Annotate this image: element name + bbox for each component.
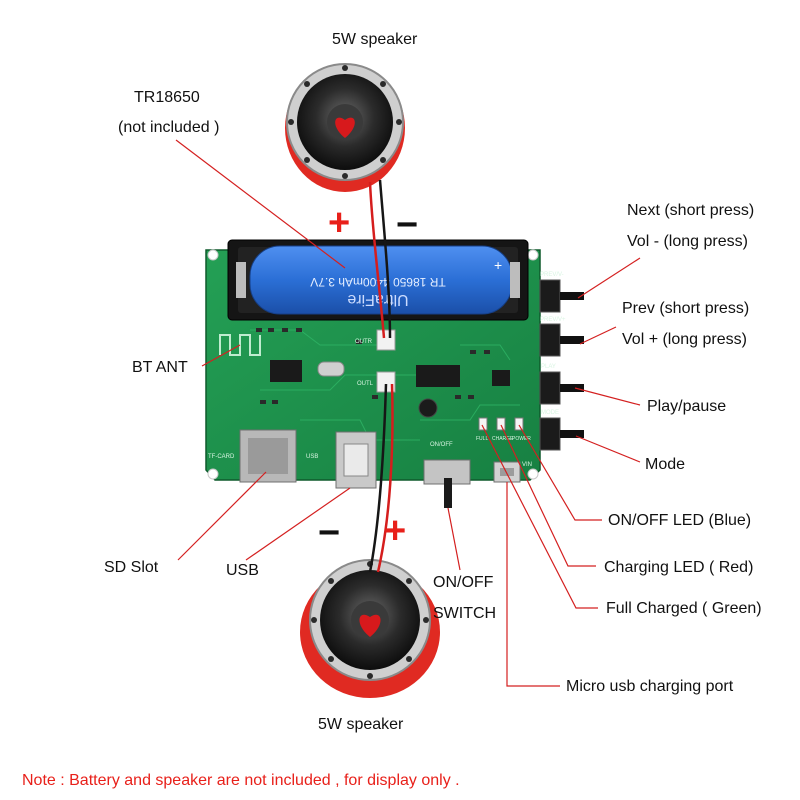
label-play-pause: Play/pause: [647, 398, 727, 415]
heart-icon: [335, 117, 355, 138]
label-usb: USB: [226, 562, 259, 579]
footer-note: Note : Battery and speaker are not inclu…: [22, 772, 460, 789]
label-switch-line2: SWITCH: [433, 605, 497, 622]
silk-prev-v-minus: PREV/V-: [540, 272, 564, 278]
silk-power: POWER: [512, 436, 531, 442]
silk-play: PLAY: [541, 364, 556, 370]
silk-vin: VIN: [522, 462, 532, 468]
led-full: [478, 417, 488, 431]
label-full-charged: Full Charged ( Green): [606, 600, 762, 617]
leader-mode: [575, 435, 641, 463]
leader-switch: [447, 507, 461, 571]
leader-usb: [245, 487, 351, 561]
leader-lines: [175, 139, 641, 687]
label-next: Next (short press): [627, 202, 755, 219]
polarity-minus-top: −: [396, 204, 419, 246]
silk-usb: USB: [306, 454, 318, 460]
led-charge: [496, 417, 506, 431]
leader-bt: [201, 344, 241, 367]
silk-charge: CHARGE: [492, 436, 514, 442]
heart-icon: [359, 614, 381, 637]
leader-prev: [579, 326, 617, 345]
polarity-plus-bottom: +: [384, 510, 407, 552]
connector-outr: [376, 329, 396, 351]
leader-sd: [177, 471, 267, 561]
leader-battery: [175, 139, 346, 269]
label-bt-ant: BT ANT: [132, 359, 188, 376]
silk-outl: OUTL: [357, 381, 374, 387]
side-buttons: [539, 279, 584, 451]
label-sd-slot: SD Slot: [104, 559, 159, 576]
label-speaker-top: 5W speaker: [332, 31, 418, 48]
speaker-top: [285, 63, 405, 192]
label-prev: Prev (short press): [622, 300, 750, 317]
pcb-board: TR 18650 4400mAh 3.7V UltraFire + OUTR: [205, 239, 584, 508]
label-vol-plus: Vol + (long press): [622, 331, 747, 348]
silk-on-off: ON/OFF: [430, 442, 453, 448]
ic-amplifier: [416, 365, 460, 387]
battery-cell: TR 18650 4400mAh 3.7V UltraFire +: [249, 245, 513, 315]
silk-outr: OUTR: [355, 339, 373, 345]
leader-onoff-led: [518, 424, 602, 521]
ic-charger: [492, 370, 510, 386]
label-mode: Mode: [645, 456, 686, 473]
label-onoff-led: ON/OFF LED (Blue): [608, 512, 752, 529]
silk-full: FULL: [476, 436, 488, 442]
speaker-bottom: [300, 559, 440, 698]
crystal-oscillator: [317, 361, 345, 377]
label-battery-model: TR18650: [134, 89, 200, 106]
silk-mode: MODE: [541, 410, 559, 416]
silk-prev-v-plus: PREV/V+: [540, 317, 566, 323]
ic-bt-chip: [270, 360, 302, 382]
leader-charging-led: [500, 424, 596, 567]
battery-brand: UltraFire: [347, 291, 408, 308]
polarity-plus-top: +: [328, 202, 351, 244]
battery-plus-mark: +: [494, 257, 502, 273]
leader-full-charged: [481, 424, 598, 609]
label-speaker-bottom: 5W speaker: [318, 716, 404, 733]
speaker-wires: [368, 179, 394, 573]
label-battery-note: (not included ): [118, 119, 220, 136]
silk-tf-card: TF-CARD: [208, 454, 235, 460]
leader-next: [577, 257, 641, 299]
label-micro-usb: Micro usb charging port: [566, 678, 734, 695]
led-power: [514, 417, 524, 431]
capacitor: [418, 398, 438, 418]
leader-micro-usb: [506, 482, 560, 687]
label-charging-led: Charging LED ( Red): [604, 559, 754, 576]
polarity-minus-bottom: −: [318, 512, 341, 554]
label-vol-minus: Vol - (long press): [627, 233, 748, 250]
leader-play: [574, 387, 641, 406]
label-switch-line1: ON/OFF: [433, 574, 494, 591]
